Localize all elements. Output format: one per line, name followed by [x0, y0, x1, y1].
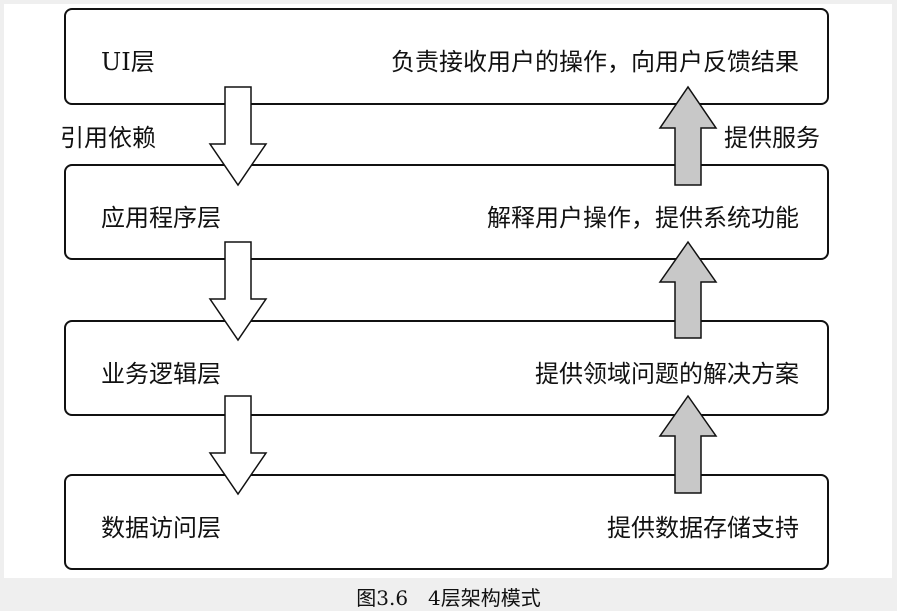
up-arrow-icon: [658, 394, 718, 494]
layer-name: 应用程序层: [101, 204, 221, 232]
layer-description: 提供数据存储支持: [607, 514, 799, 542]
layer-name: 数据访问层: [101, 514, 221, 542]
arrows-layer: [208, 85, 718, 496]
layer-name: 业务逻辑层: [101, 360, 221, 388]
down-arrow-icon: [208, 86, 268, 187]
layer-description: 提供领域问题的解决方案: [535, 360, 799, 388]
layer-ui: UI层 负责接收用户的操作，向用户反馈结果: [64, 8, 829, 105]
up-arrow-icon: [658, 85, 718, 186]
layer-name: UI层: [101, 48, 155, 76]
dependency-label: 引用依赖: [60, 124, 156, 152]
down-arrow-icon: [208, 241, 268, 342]
layer-description: 负责接收用户的操作，向用户反馈结果: [391, 48, 799, 76]
down-arrow-icon: [208, 395, 268, 496]
layer-description: 解释用户操作，提供系统功能: [487, 204, 799, 232]
diagram-canvas: UI层 负责接收用户的操作，向用户反馈结果 应用程序层 解释用户操作，提供系统功…: [4, 4, 892, 578]
figure-caption: 图3.6 4层架构模式: [356, 586, 541, 610]
up-arrow-icon: [658, 240, 718, 339]
service-label: 提供服务: [724, 124, 820, 152]
